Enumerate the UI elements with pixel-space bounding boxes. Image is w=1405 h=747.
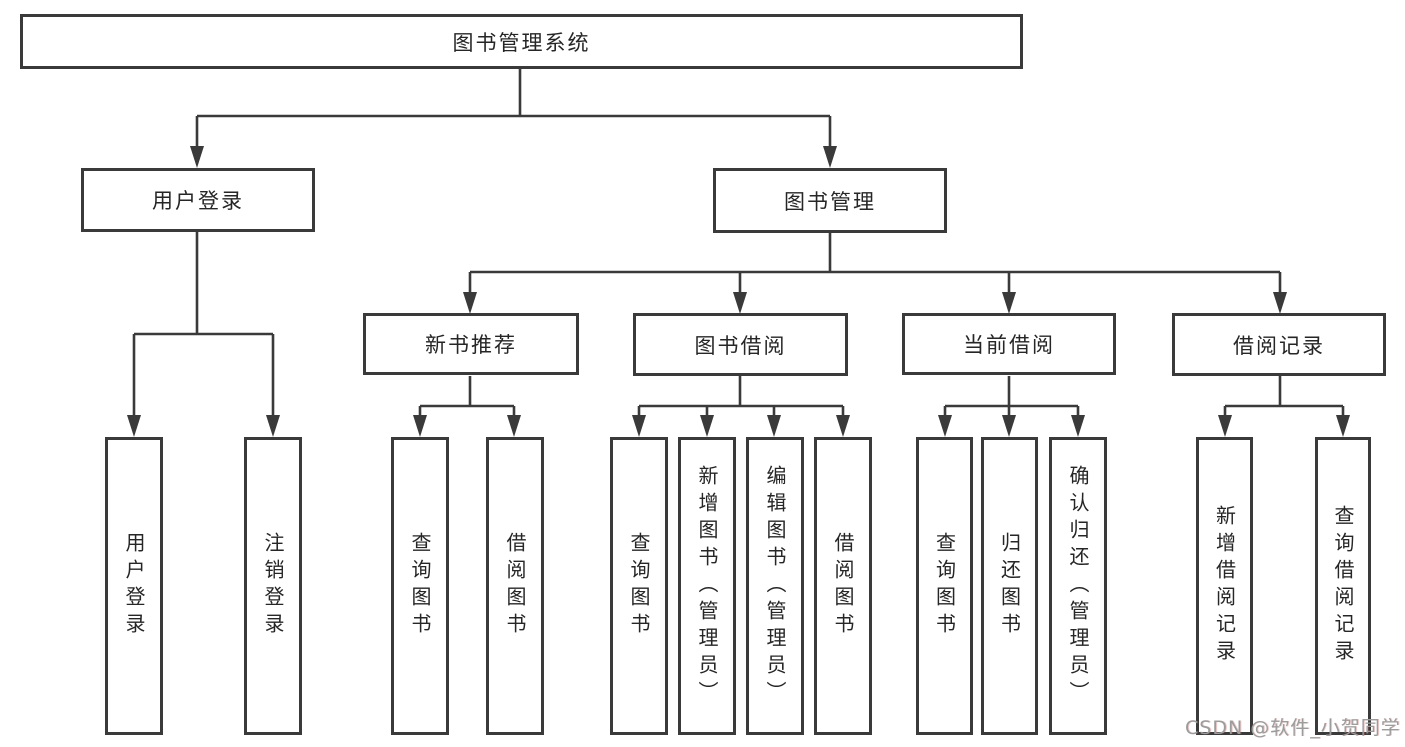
leaf-query-books-borrow: 查询图书 [610, 437, 668, 735]
leaf-add-borrow-record: 新增借阅记录 [1196, 437, 1253, 735]
node-user-login: 用户登录 [81, 168, 315, 232]
leaf-edit-books-admin: 编辑图书（管理员） [746, 437, 804, 735]
leaf-query-books-current: 查询图书 [916, 437, 973, 735]
leaf-user-login: 用户登录 [105, 437, 163, 735]
leaf-query-borrow-record: 查询借阅记录 [1315, 437, 1371, 735]
watermark: CSDN @软件_小贺同学 [1185, 717, 1401, 739]
leaf-borrow-books: 借阅图书 [814, 437, 872, 735]
node-new-book-recommend: 新书推荐 [363, 313, 579, 375]
node-borrow-records: 借阅记录 [1172, 313, 1386, 376]
leaf-add-books-admin: 新增图书（管理员） [678, 437, 736, 735]
leaf-query-books-recommend: 查询图书 [391, 437, 449, 735]
node-book-borrow: 图书借阅 [633, 313, 848, 376]
node-book-management: 图书管理 [713, 168, 947, 233]
node-current-borrow: 当前借阅 [902, 313, 1116, 375]
leaf-borrow-books-recommend: 借阅图书 [486, 437, 544, 735]
leaf-confirm-return-admin: 确认归还（管理员） [1049, 437, 1107, 735]
leaf-logout: 注销登录 [244, 437, 302, 735]
leaf-return-books: 归还图书 [981, 437, 1038, 735]
node-root: 图书管理系统 [20, 14, 1023, 69]
